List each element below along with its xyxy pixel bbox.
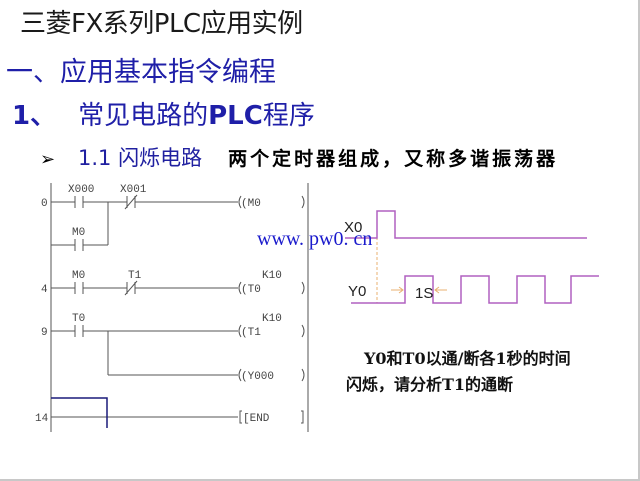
heading-plc: PLC (208, 101, 263, 131)
note-line-1: Y0和T0以通/断各1秒的时间 (364, 349, 571, 368)
bullet-line: ➢ 1.1 闪烁电路 两个定时器组成，又称多谐振荡器 (40, 142, 558, 172)
heading-section: 一、应用基本指令编程 (6, 57, 276, 88)
watermark: www. pw0. cn (257, 228, 373, 250)
heading-number: 1、 (12, 101, 57, 131)
note-line-2: 闪烁，请分析T1的通断 (346, 375, 514, 394)
arrow-bullet-icon: ➢ (40, 149, 56, 170)
heading-subsection: 1、常见电路的PLC程序 (12, 95, 315, 132)
bullet-description: 两个定时器组成，又称多谐振荡器 (228, 148, 559, 170)
heading-suffix: 程序 (262, 101, 315, 131)
bullet-label: 1.1 闪烁电路 (78, 146, 203, 170)
note-text: Y0和T0以通/断各1秒的时间 闪烁，请分析T1的通断 (346, 346, 626, 398)
slide-title: 三菱FX系列PLC应用实例 (20, 9, 303, 39)
heading-text: 常见电路的 (78, 101, 209, 131)
